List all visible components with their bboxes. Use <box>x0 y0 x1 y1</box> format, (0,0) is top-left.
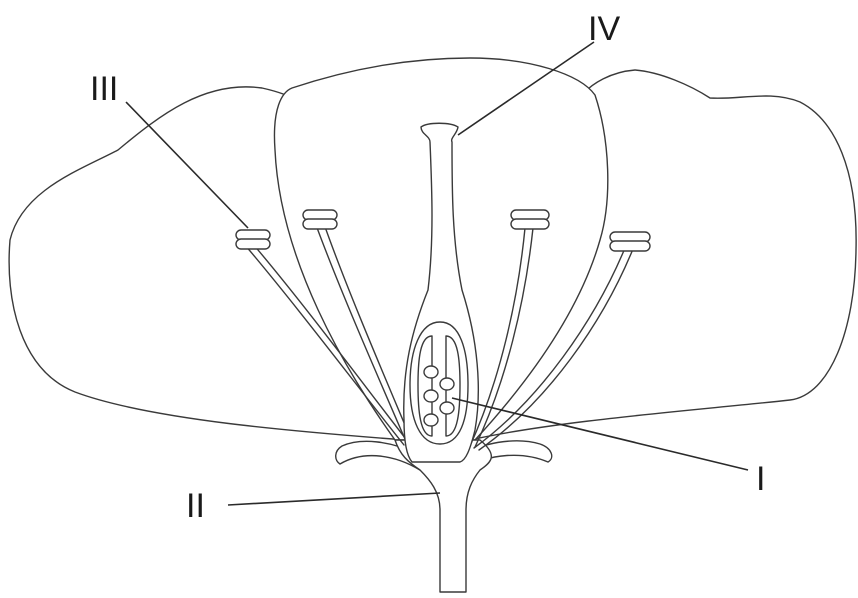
ovule-left-chamber <box>417 335 433 437</box>
label-II: II <box>186 487 205 525</box>
label-III: III <box>90 70 118 108</box>
leader-line-III <box>125 101 249 229</box>
ovary-cavity <box>409 321 469 445</box>
stamen-filaments <box>244 223 634 451</box>
ovule-right-chamber <box>445 335 461 437</box>
ovules <box>423 365 455 427</box>
leader-line-I <box>451 397 749 471</box>
anthers <box>235 209 651 252</box>
label-IV: IV <box>588 10 620 48</box>
leader-line-II <box>227 492 441 506</box>
leader-line-IV <box>457 41 595 136</box>
label-I: I <box>756 460 765 498</box>
receptacle <box>394 439 492 593</box>
